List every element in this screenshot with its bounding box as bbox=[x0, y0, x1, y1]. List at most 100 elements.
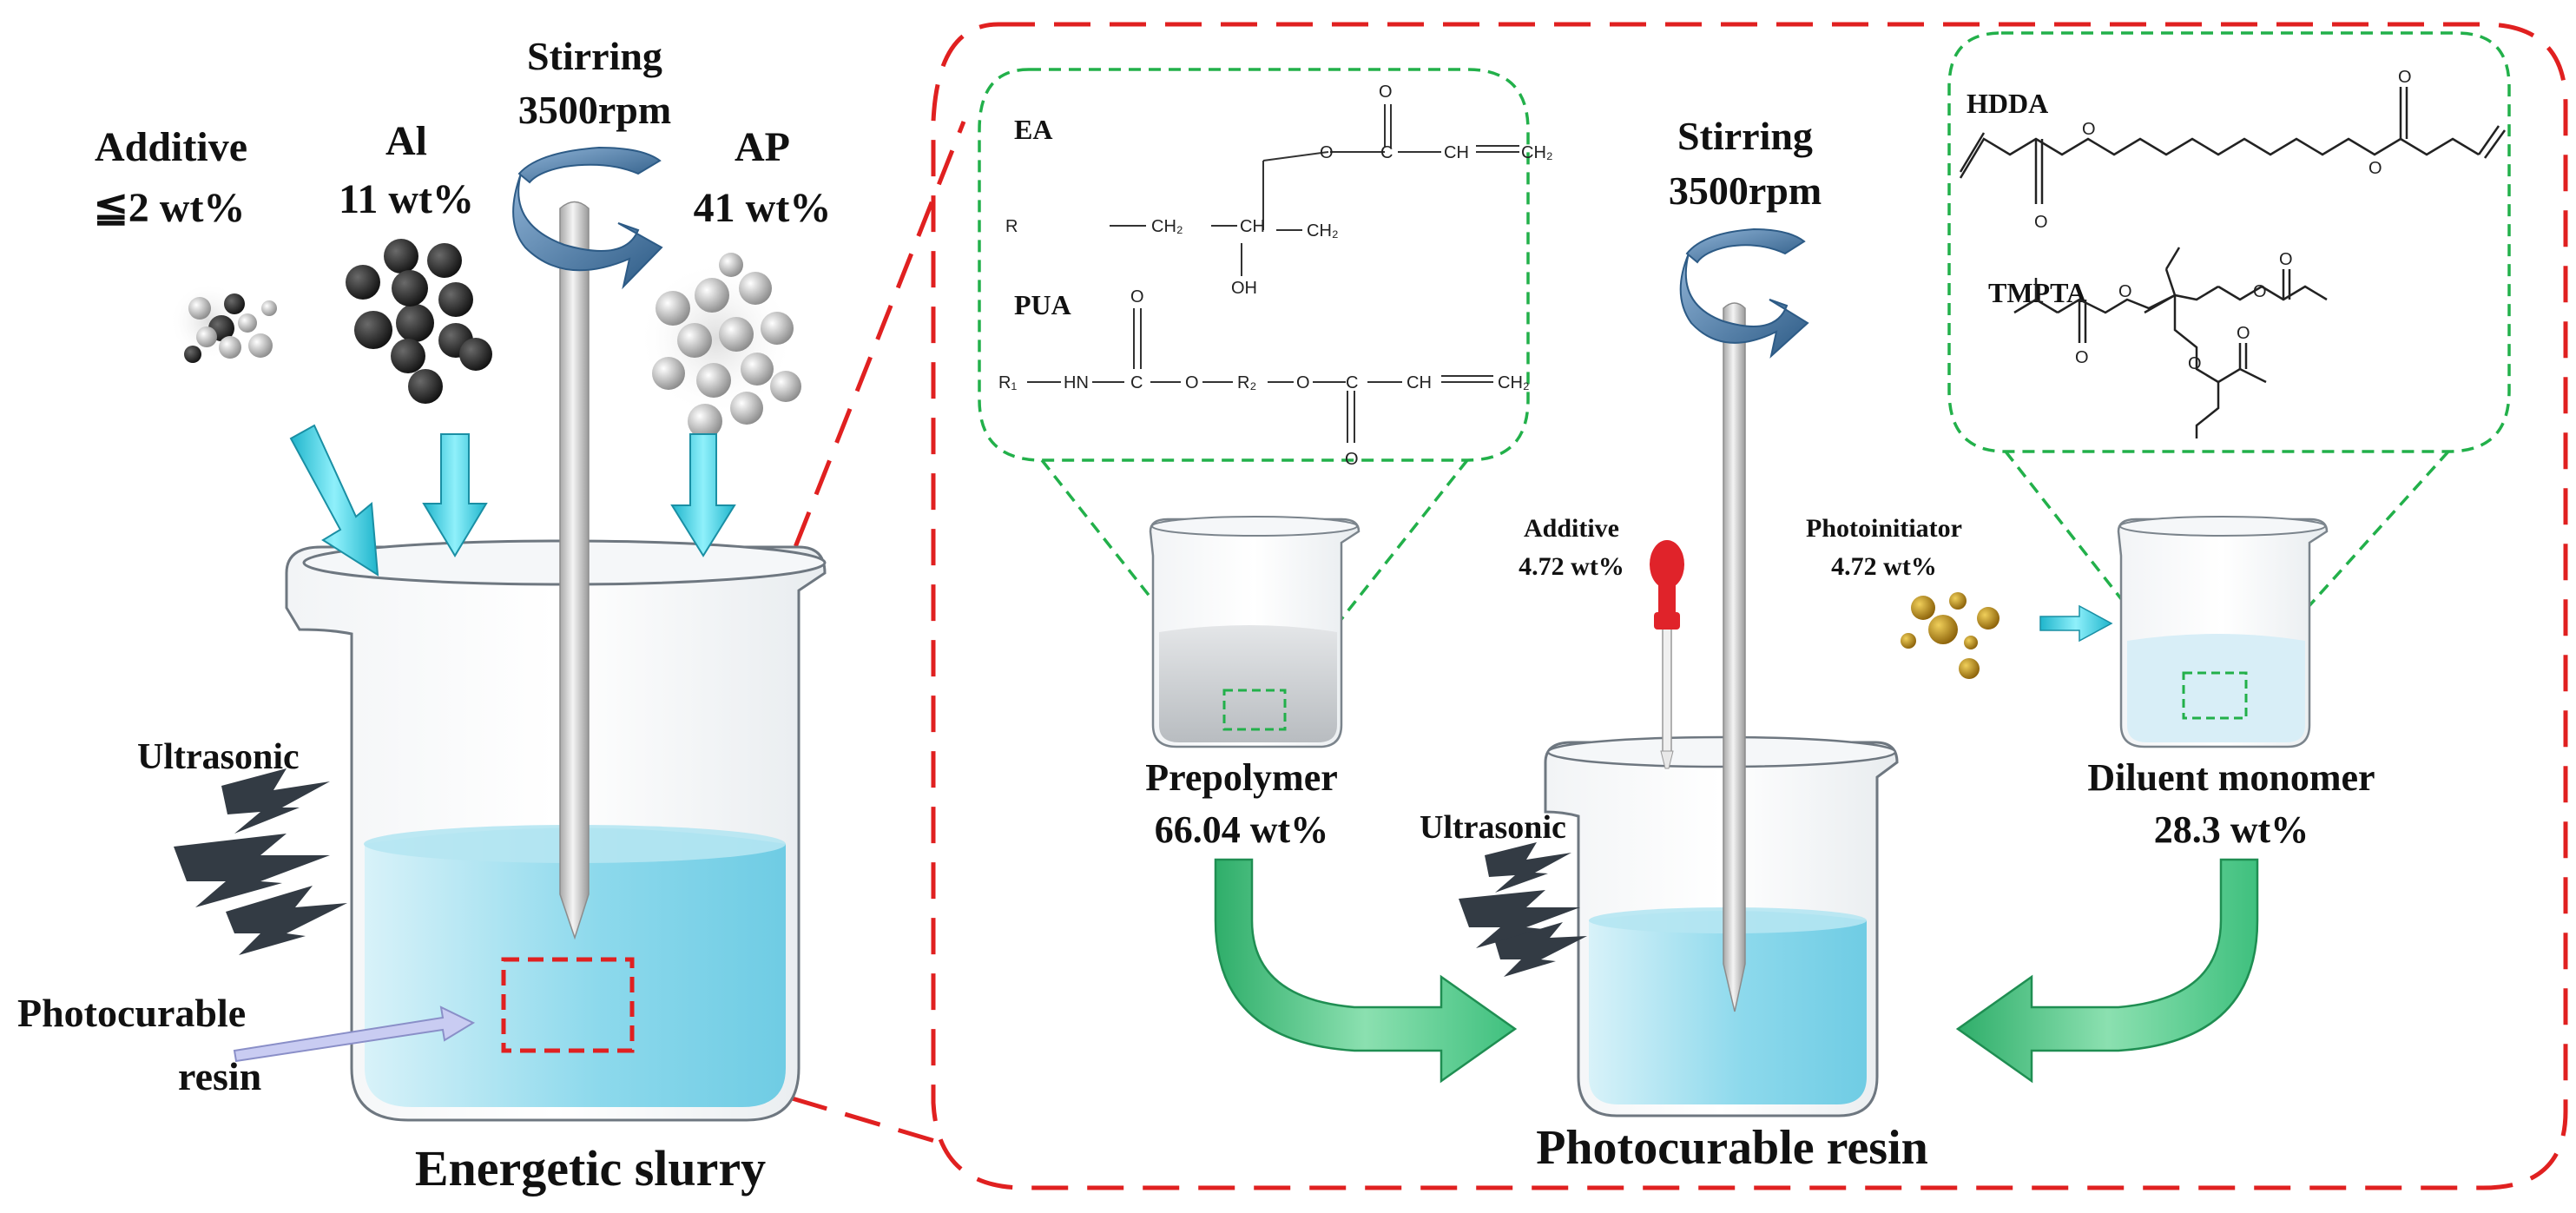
diluent-zoom-box bbox=[2182, 671, 2248, 720]
svg-text:R: R bbox=[1005, 217, 1018, 236]
svg-text:HN: HN bbox=[1064, 373, 1089, 392]
svg-text:O: O bbox=[1185, 373, 1199, 392]
al-amount: 11 wt% bbox=[339, 176, 474, 222]
additive-inflow-arrow bbox=[289, 424, 379, 577]
zoom-frame bbox=[931, 22, 2568, 1190]
svg-text:O: O bbox=[2082, 120, 2096, 139]
diluent-label: Diluent monomer bbox=[2087, 756, 2375, 799]
ap-particles bbox=[638, 253, 801, 438]
additive-amount-center: 4.72 wt% bbox=[1519, 552, 1624, 581]
svg-text:O: O bbox=[1345, 450, 1359, 469]
center-ultrasonic-icon bbox=[1459, 842, 1587, 977]
zoom-line-top bbox=[629, 121, 966, 960]
diluent-beaker bbox=[2117, 516, 2329, 748]
al-particles bbox=[346, 239, 492, 404]
photocurable-resin-caption: Photocurable resin bbox=[1536, 1121, 1928, 1175]
resin-pointer-arrow bbox=[233, 1005, 476, 1063]
left-zoom-box bbox=[501, 957, 635, 1053]
prepolymer-label: Prepolymer bbox=[1145, 756, 1338, 799]
svg-text:C: C bbox=[1346, 373, 1358, 392]
photoinitiator-label: Photoinitiator bbox=[1806, 514, 1962, 543]
svg-text:R₁: R₁ bbox=[998, 373, 1017, 392]
svg-text:CH: CH bbox=[1444, 143, 1469, 162]
hdda-structure bbox=[1959, 87, 2507, 204]
additive-label-center: Additive bbox=[1524, 514, 1619, 543]
inflow-arrows bbox=[289, 424, 736, 577]
prepolymer-beaker bbox=[1149, 516, 1360, 748]
left-liquid bbox=[365, 827, 786, 1107]
photoinitiator-amount: 4.72 wt% bbox=[1831, 552, 1937, 581]
tmpta-label: TMPTA bbox=[1988, 277, 2086, 308]
diluent-flow-arrow bbox=[1955, 858, 2259, 1084]
hdda-label: HDDA bbox=[1967, 88, 2048, 119]
energetic-slurry-caption: Energetic slurry bbox=[415, 1140, 766, 1197]
al-label: Al bbox=[385, 118, 427, 164]
svg-text:O: O bbox=[1296, 373, 1310, 392]
svg-text:O: O bbox=[1379, 82, 1393, 102]
ap-amount: 41 wt% bbox=[694, 185, 832, 231]
svg-text:CH₂: CH₂ bbox=[1521, 143, 1553, 162]
photoinitiator-particles bbox=[1901, 592, 2000, 679]
diluent-amount: 28.3 wt% bbox=[2154, 808, 2309, 851]
svg-text:CH₂: CH₂ bbox=[1151, 217, 1183, 236]
pua-structure bbox=[1027, 308, 1493, 443]
svg-text:OH: OH bbox=[1231, 279, 1257, 298]
stirring-speed-left: 3500rpm bbox=[518, 88, 671, 132]
resin-label-line1: Photocurable bbox=[17, 991, 246, 1035]
svg-text:O: O bbox=[2075, 348, 2089, 367]
tmpta-structure bbox=[2013, 247, 2328, 438]
center-stir-arrow bbox=[1679, 253, 1809, 359]
svg-text:O: O bbox=[1320, 143, 1334, 162]
prepolymer-flow-arrow bbox=[1214, 858, 1518, 1084]
prepolymer-zoom-box bbox=[1222, 689, 1287, 731]
resin-label-line2: resin bbox=[178, 1054, 261, 1098]
stirring-label-center: Stirring bbox=[1677, 114, 1813, 158]
center-beaker bbox=[1544, 735, 1899, 1117]
svg-text:O: O bbox=[2368, 159, 2382, 178]
svg-text:CH₂: CH₂ bbox=[1498, 373, 1530, 392]
additive-dropper-icon bbox=[1650, 540, 1684, 769]
svg-text:R₂: R₂ bbox=[1237, 373, 1256, 392]
left-ultrasonic-icon bbox=[174, 768, 347, 955]
left-stir-arrow bbox=[512, 173, 663, 290]
prepolymer-structure-callout bbox=[978, 68, 1530, 462]
additive-amount: ≦2 wt% bbox=[94, 185, 246, 231]
svg-text:O: O bbox=[2237, 324, 2250, 343]
ap-label: AP bbox=[735, 124, 790, 170]
svg-text:O: O bbox=[2398, 68, 2412, 87]
ultrasonic-label-left: Ultrasonic bbox=[137, 737, 300, 777]
ea-structure bbox=[1110, 104, 1519, 276]
ea-atoms: O C CH CH₂ O R CH₂ CH CH₂ OH bbox=[1005, 82, 1553, 298]
stirring-speed-center: 3500rpm bbox=[1669, 168, 1822, 213]
ea-label: EA bbox=[1014, 114, 1052, 145]
svg-text:O: O bbox=[2253, 282, 2267, 301]
center-stirring-rod bbox=[1723, 302, 1746, 1012]
hdda-atoms: O O O O bbox=[2034, 68, 2412, 232]
svg-text:C: C bbox=[1130, 373, 1143, 392]
tmpta-atoms: O O O O O O bbox=[2075, 250, 2293, 373]
additive-label: Additive bbox=[95, 124, 247, 170]
al-inflow-arrow bbox=[422, 433, 488, 557]
svg-text:CH: CH bbox=[1240, 217, 1265, 236]
pua-atoms: O R₁ HN C O R₂ O C CH CH₂ O bbox=[998, 287, 1530, 469]
svg-text:O: O bbox=[2279, 250, 2293, 269]
left-beaker bbox=[285, 539, 827, 1122]
svg-text:C: C bbox=[1380, 143, 1393, 162]
center-liquid bbox=[1589, 911, 1867, 1104]
additive-particles bbox=[169, 282, 277, 363]
ultrasonic-label-center: Ultrasonic bbox=[1420, 809, 1566, 846]
svg-text:O: O bbox=[1130, 287, 1144, 307]
photoinitiator-arrow bbox=[2039, 604, 2113, 643]
stirring-label-left: Stirring bbox=[527, 34, 662, 78]
prepolymer-amount: 66.04 wt% bbox=[1155, 808, 1328, 851]
svg-text:O: O bbox=[2034, 213, 2048, 232]
svg-text:O: O bbox=[2118, 282, 2132, 301]
svg-text:CH₂: CH₂ bbox=[1307, 221, 1339, 241]
left-stirring-rod bbox=[559, 201, 590, 940]
svg-text:CH: CH bbox=[1407, 373, 1432, 392]
ap-inflow-arrow bbox=[670, 433, 736, 557]
pua-label: PUA bbox=[1014, 289, 1071, 320]
svg-text:O: O bbox=[2188, 354, 2202, 373]
